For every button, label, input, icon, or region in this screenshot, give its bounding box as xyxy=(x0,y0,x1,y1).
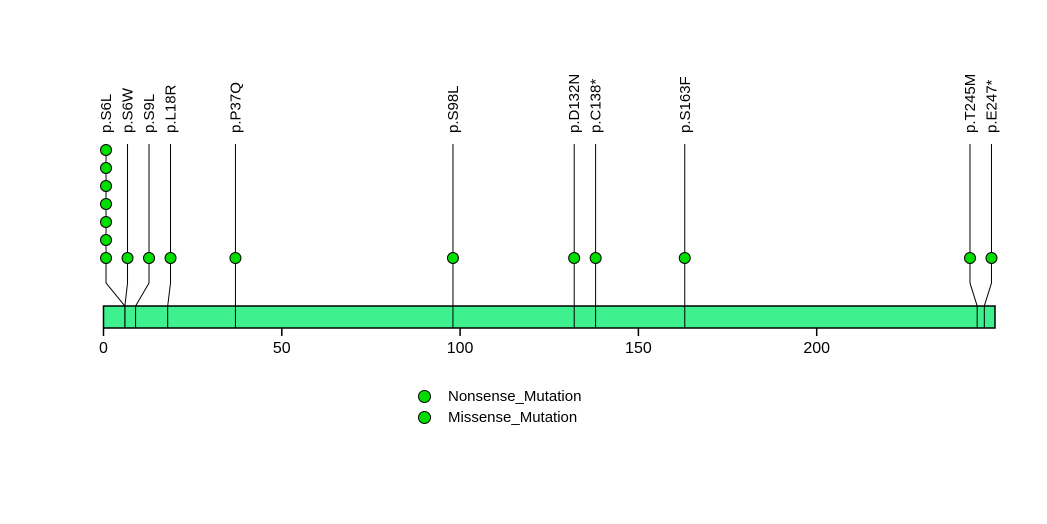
missense-mutation-dot-icon xyxy=(418,411,431,424)
mutation-point xyxy=(143,252,156,264)
legend-label-nonsense: Nonsense_Mutation xyxy=(448,388,582,405)
mutation-label: p.T245M xyxy=(962,74,979,133)
mutation-label: p.S98L xyxy=(445,85,462,133)
legend-label-missense: Missense_Mutation xyxy=(448,409,578,426)
mutation-point xyxy=(446,252,459,264)
mutation-label: p.P37Q xyxy=(227,82,244,133)
legend-item-nonsense: Nonsense_Mutation xyxy=(418,386,581,407)
lollipop-stem xyxy=(167,144,172,328)
mutation-point xyxy=(229,252,242,264)
mutation-point xyxy=(100,234,113,246)
lollipop-stem xyxy=(124,144,129,328)
mutation-point xyxy=(121,252,134,264)
mutation-point xyxy=(985,252,998,264)
mutation-point xyxy=(963,252,976,264)
mutation-point xyxy=(100,162,113,174)
axis-tick-label: 100 xyxy=(447,340,474,357)
mutation-point xyxy=(100,144,113,156)
mutation-point xyxy=(678,252,691,264)
mutation-point xyxy=(100,252,113,264)
mutation-label: p.D132N xyxy=(566,74,583,133)
lollipop-stem xyxy=(983,144,992,328)
axis-tick-label: 200 xyxy=(803,340,830,357)
lollipop-stem xyxy=(135,144,150,328)
mutation-label: p.S163F xyxy=(677,76,694,133)
axis-tick-label: 0 xyxy=(99,340,108,357)
legend: Nonsense_Mutation Missense_Mutation xyxy=(418,386,581,428)
mutation-label: p.C138* xyxy=(588,79,605,133)
protein-bar xyxy=(102,305,996,329)
mutation-label: p.E247* xyxy=(983,79,1000,133)
mutation-point xyxy=(100,216,113,228)
mutation-point xyxy=(589,252,602,264)
mutation-point xyxy=(164,252,177,264)
mutation-label: p.L18R xyxy=(163,84,180,133)
mutation-label: p.S6L xyxy=(98,94,115,133)
axis-tick-label: 50 xyxy=(273,340,291,357)
mutation-point xyxy=(100,180,113,192)
nonsense-mutation-dot-icon xyxy=(418,390,431,403)
lollipop-stem xyxy=(969,144,978,328)
axis-tick-label: 150 xyxy=(625,340,652,357)
mutation-point xyxy=(568,252,581,264)
mutation-label: p.S9L xyxy=(141,94,158,133)
legend-item-missense: Missense_Mutation xyxy=(418,407,581,428)
mutation-label: p.S6W xyxy=(120,87,137,133)
mutation-point xyxy=(100,198,113,210)
